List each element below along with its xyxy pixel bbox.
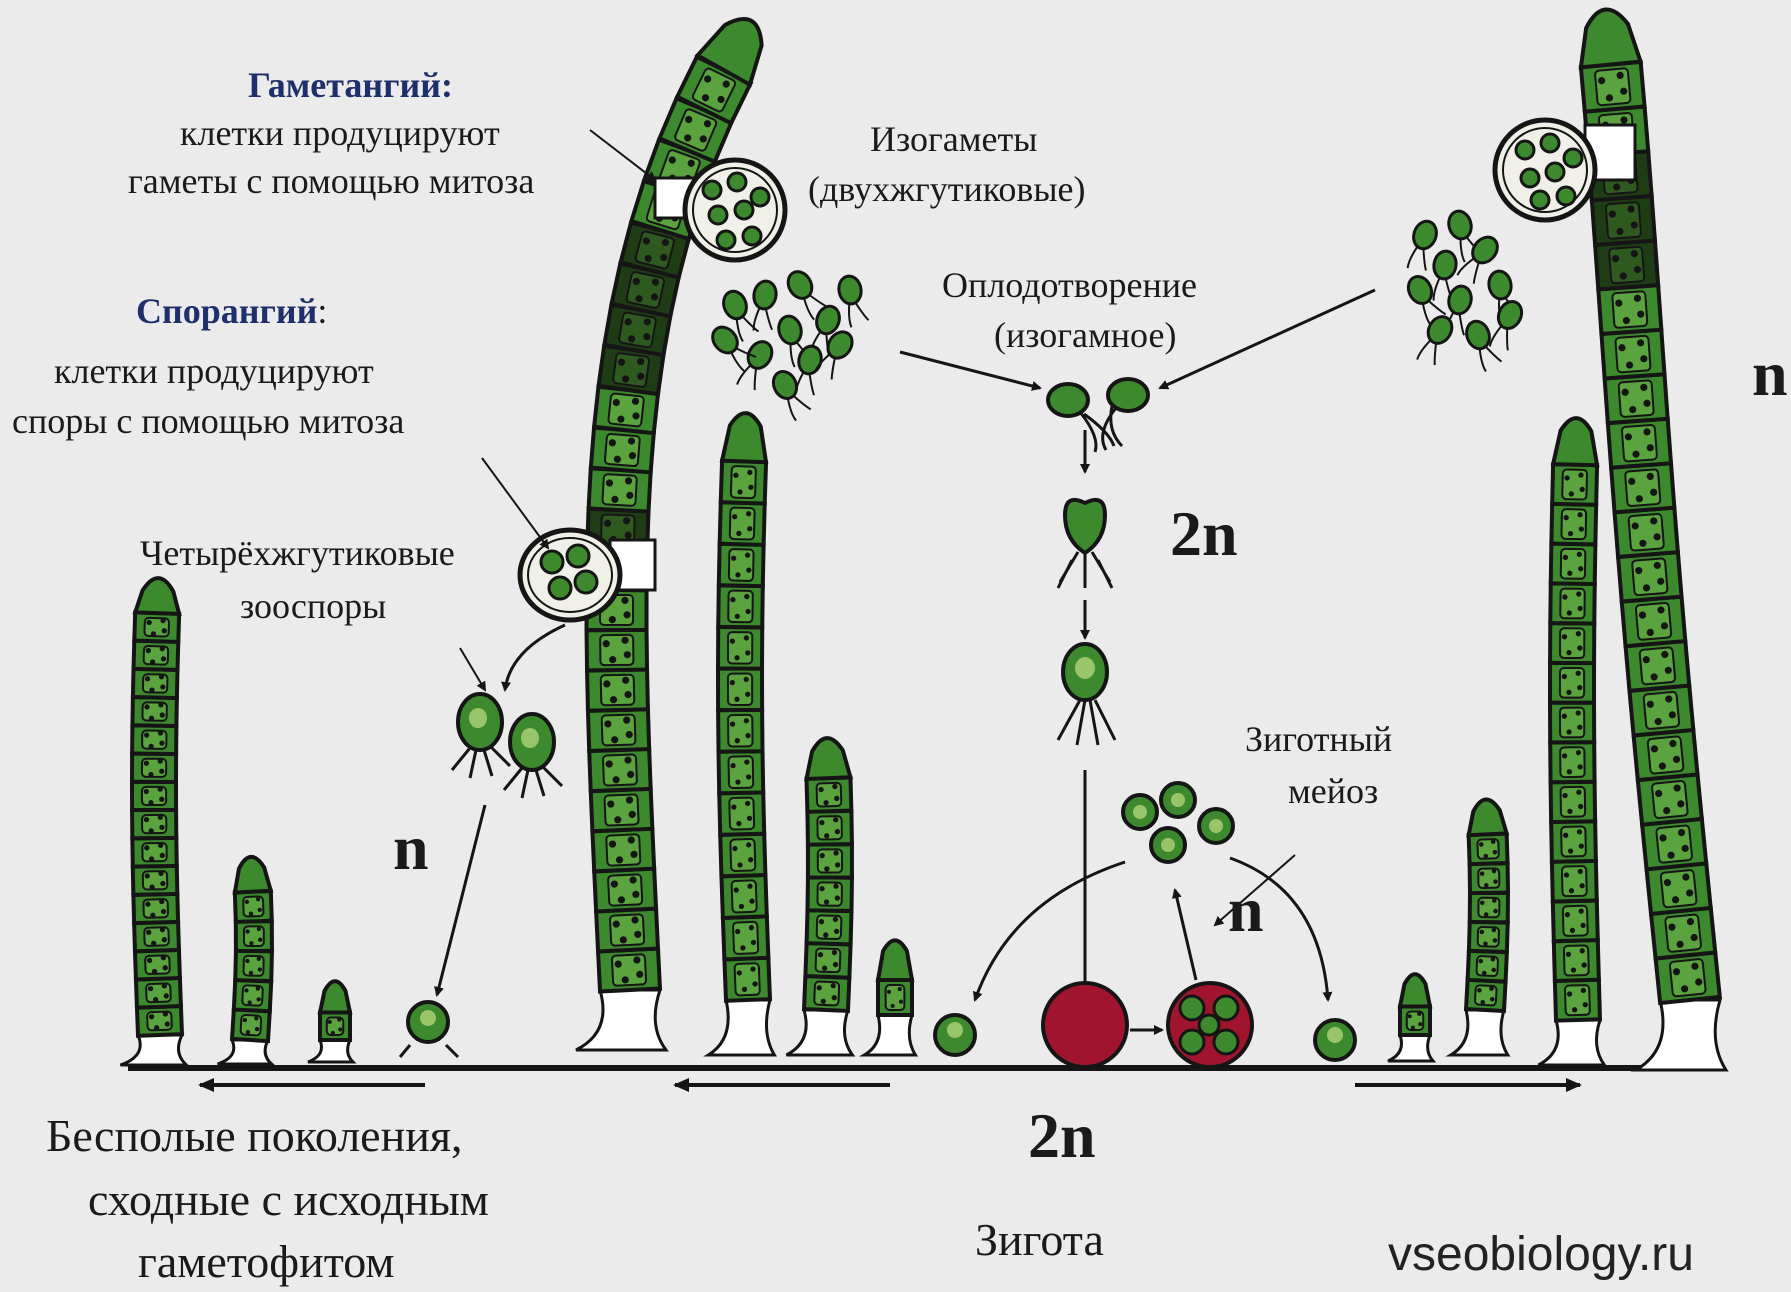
asexual-label-2: сходные с исходным [88, 1172, 489, 1227]
isogamete-r9 [1484, 298, 1527, 354]
sporangium-colon: : [317, 291, 327, 331]
zoospores [452, 694, 562, 798]
filament-asexual-tall [120, 577, 186, 1065]
sporangium-desc-2: споры с помощью митоза [12, 400, 404, 443]
arrow-spore-left [975, 862, 1125, 1000]
filament-middle-small [864, 940, 915, 1055]
ploidy-n-right: n [1752, 336, 1788, 413]
zygote-circle [1043, 983, 1127, 1067]
pointer-zoospores [460, 648, 485, 690]
filament-middle-tall [708, 412, 774, 1055]
isogamete-l9 [769, 367, 812, 423]
filament-asexual-small [308, 981, 353, 1062]
zygotic-meiosis-label-2: мейоз [1288, 770, 1378, 813]
fertilizing-gametes [1048, 379, 1148, 452]
ploidy-2n-zygote: 2n [1028, 1098, 1096, 1175]
isogamete-l7 [837, 274, 869, 328]
ploidy-n-meiosis: n [1228, 872, 1264, 949]
ploidy-2n-fertilization: 2n [1170, 496, 1238, 573]
ploidy-n-left: n [393, 810, 429, 887]
zoospores-label-2: зооспоры [240, 585, 386, 628]
meiosis-tetrad [1168, 983, 1252, 1067]
settled-zoospore [400, 1002, 458, 1057]
gametangium-desc-1: клетки продуцируют [180, 112, 500, 155]
pointer-sporangium [482, 458, 548, 548]
filament-asexual-medium [218, 856, 272, 1064]
isogamete-r7 [1412, 312, 1458, 368]
asexual-label-1: Бесполые поколения, [46, 1108, 462, 1163]
isogamete-r8 [1463, 317, 1503, 373]
arrow-sporangium-zoospores [505, 625, 565, 690]
zygotic-meiosis-label-1: Зиготный [1245, 718, 1392, 761]
arrow-gametes-left [900, 352, 1040, 388]
zoospores-label-1: Четырёхжгутиковые [140, 532, 455, 575]
gametangium-desc-2: гаметы с помощью митоза [128, 160, 534, 203]
fertilization-label-1: Оплодотворение [942, 264, 1197, 307]
isogametes-label-2: (двухжгутиковые) [808, 168, 1086, 211]
fusing-gametes [1058, 500, 1112, 588]
gametangium-title: Гаметангий: [248, 64, 453, 107]
filament-right-medium [1451, 799, 1508, 1055]
isogametes-label-1: Изогаметы [870, 118, 1037, 161]
sporangium-title: Спорангий [136, 291, 317, 331]
arrow-zoospore-settle [437, 805, 485, 995]
site-watermark: vseobiology.ru [1388, 1226, 1694, 1284]
sporangium-heading: Спорангий: [136, 290, 327, 333]
filament-right-tall [1538, 418, 1604, 1065]
quadriflagellate-zygote [1058, 644, 1115, 745]
sporangium-desc-1: клетки продуцируют [54, 350, 374, 393]
filament-middle-medium [786, 737, 852, 1055]
fertilization-label-2: (изогамное) [994, 314, 1176, 357]
asexual-label-3: гаметофитом [138, 1234, 394, 1289]
filament-right-small [1388, 974, 1433, 1061]
pointer-gametangium [590, 130, 655, 180]
zygote-label: Зигота [975, 1212, 1104, 1267]
arrow-meiosis-up [1175, 890, 1196, 980]
